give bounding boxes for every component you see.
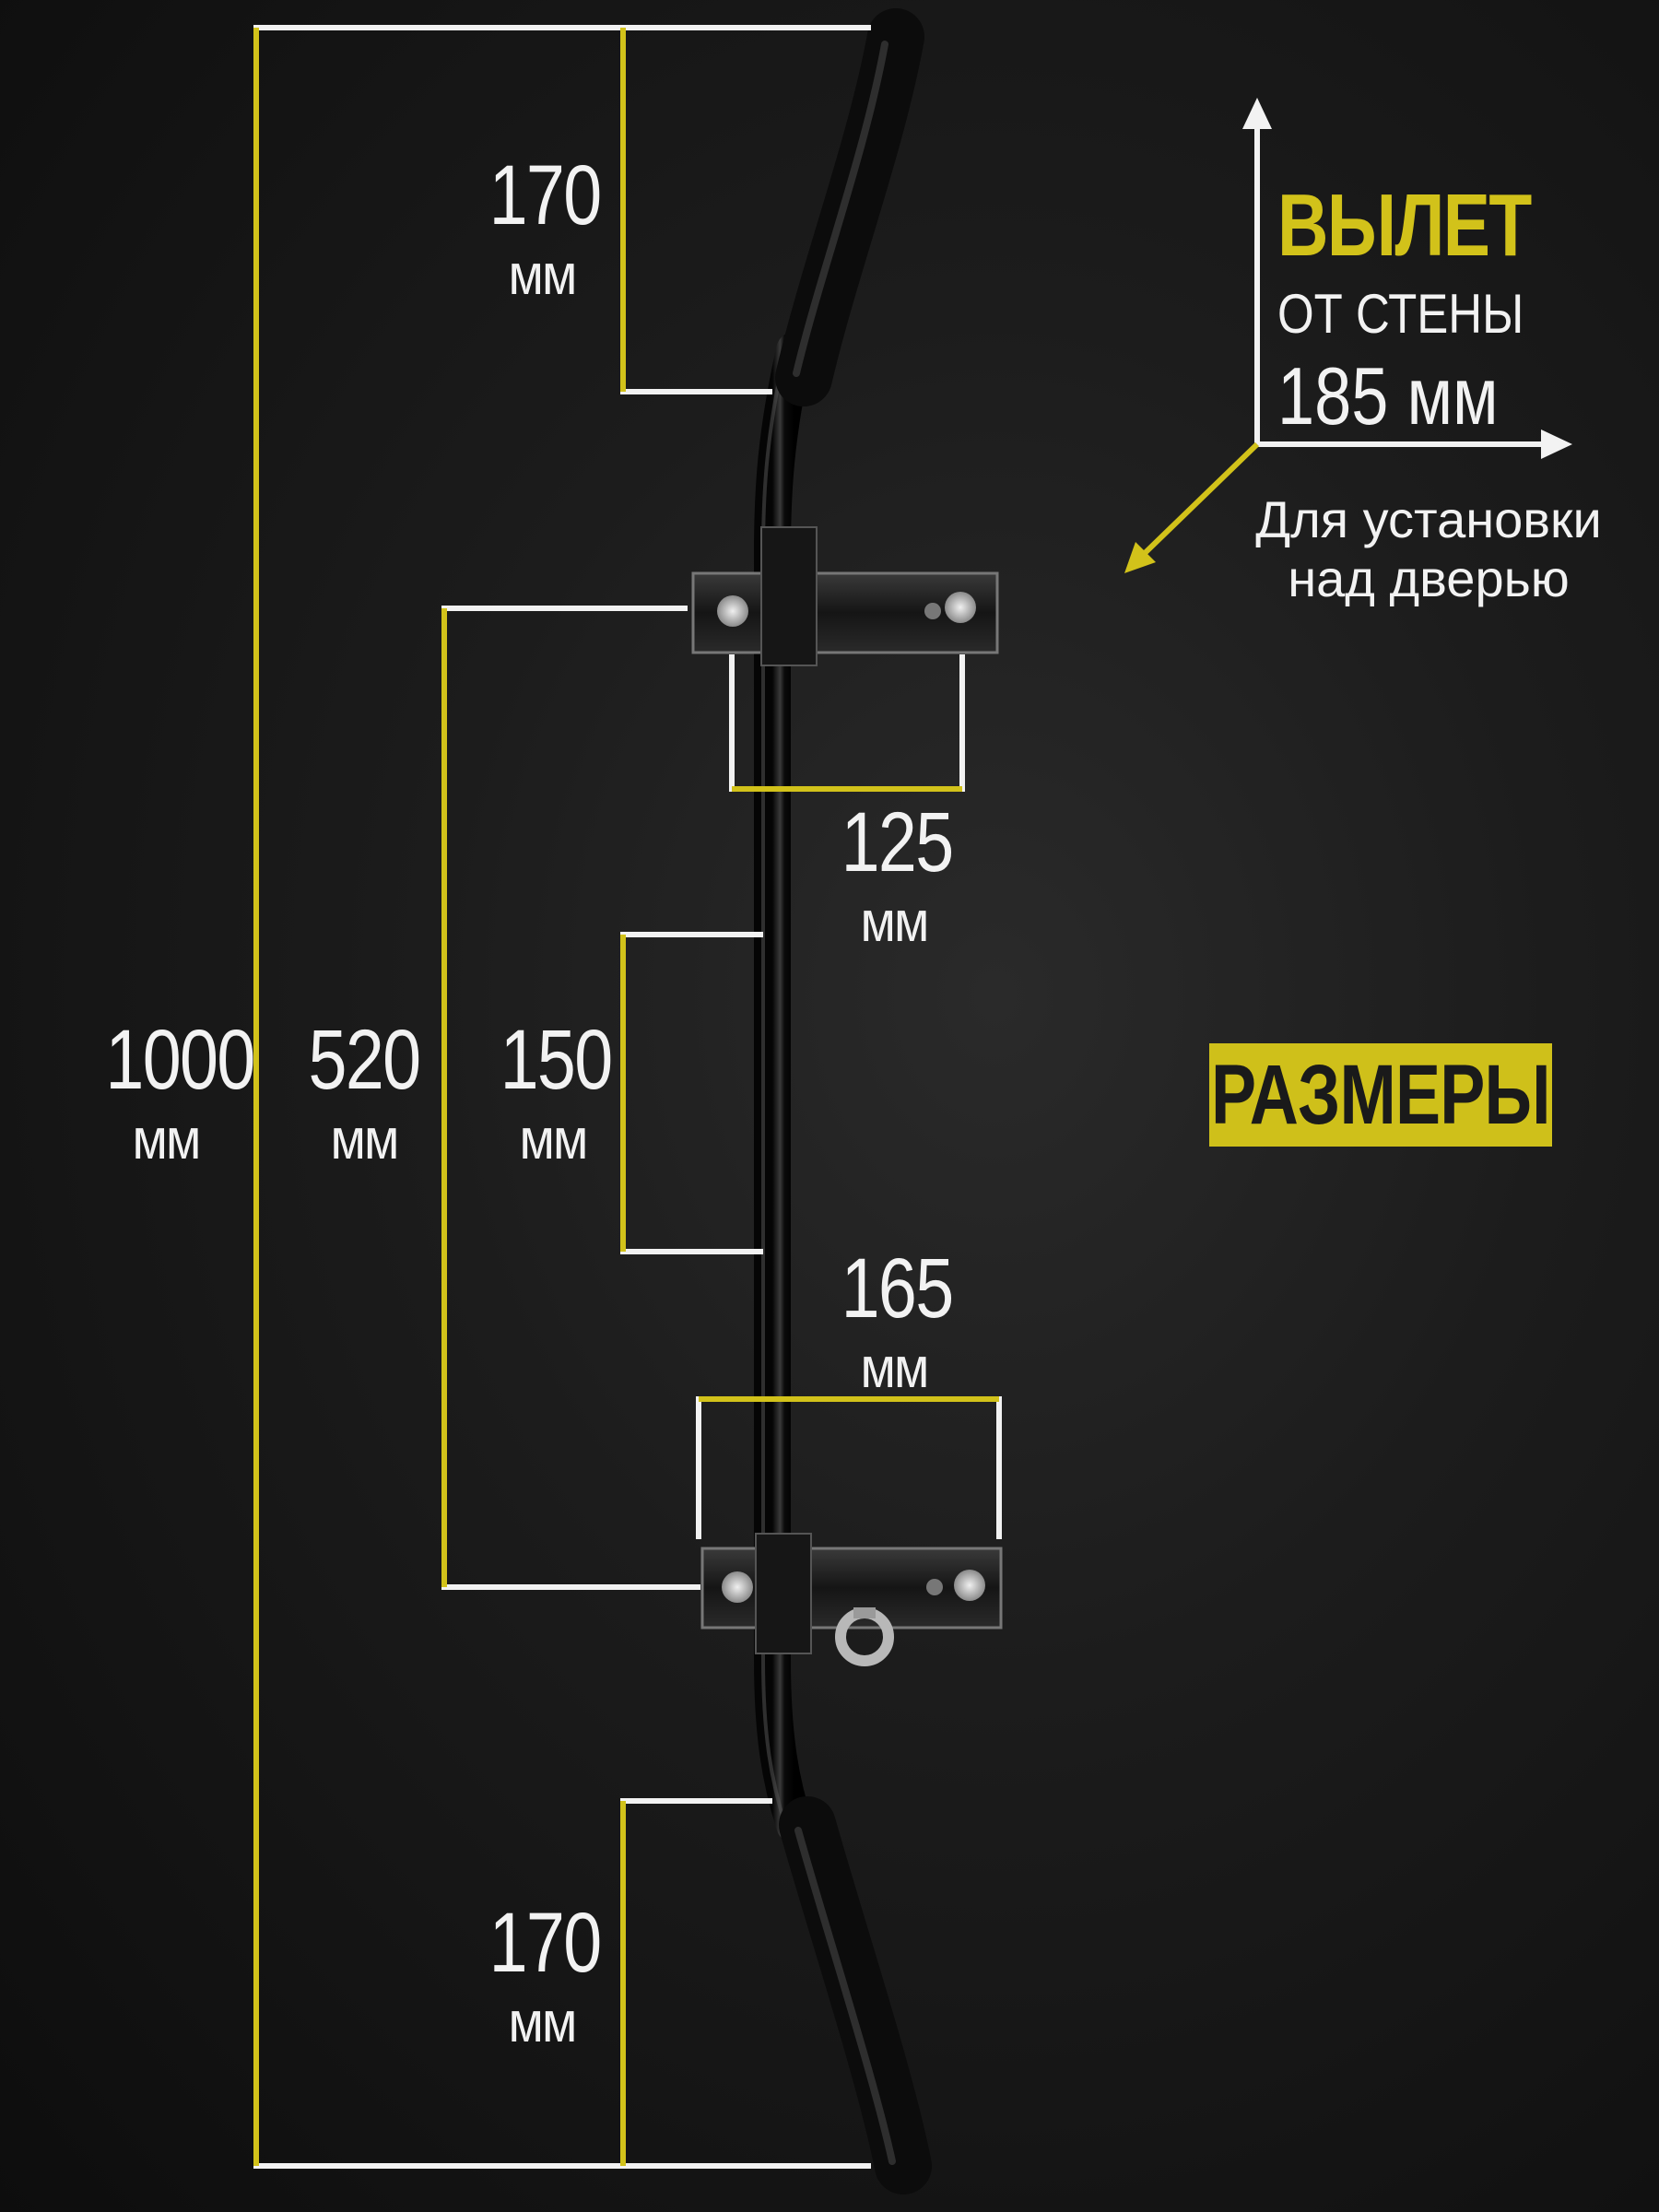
offset-subtitle: ОТ СТЕНЫ [1277, 283, 1524, 345]
label-mount-spacing-unit: мм [330, 1108, 399, 1171]
bolt-icon [945, 592, 976, 623]
axis-diagonal-arrow-icon [1136, 441, 1260, 561]
label-mount-spacing-value: 520 [308, 1013, 422, 1107]
dim-bottom-grip [620, 1798, 772, 2166]
label-overall: 1000 мм [92, 1013, 255, 1171]
pull-up-bar [754, 8, 932, 2194]
dim-lower-bracket [696, 1396, 1002, 1539]
offset-axes [1124, 98, 1572, 573]
dim-middle [620, 932, 763, 1254]
offset-title: ВЫЛЕТ [1277, 176, 1532, 275]
label-top-grip: 170 мм [477, 153, 606, 304]
installation-note: Для установки над дверью [1226, 490, 1631, 609]
bolt-icon [954, 1570, 985, 1601]
label-bottom-grip-value: 170 [488, 1896, 603, 1990]
upper-bracket [691, 526, 999, 666]
label-top-grip-unit: мм [508, 243, 577, 307]
label-lower-bracket: 165 мм [830, 1246, 959, 1397]
sizes-badge-label: РАЗМЕРЫ [1211, 1047, 1551, 1142]
label-lower-bracket-value: 165 [841, 1241, 955, 1335]
label-middle: 150 мм [488, 1018, 618, 1169]
label-bottom-grip: 170 мм [477, 1900, 606, 2052]
dimension-lines [253, 25, 1002, 2169]
label-overall-value: 1000 [105, 1013, 255, 1107]
label-upper-bracket-value: 125 [841, 795, 955, 889]
note-line-1: Для установки [1255, 490, 1602, 548]
bottom-grip [779, 1796, 932, 2194]
lower-bracket [700, 1533, 1003, 1666]
note-line-2: над дверью [1288, 549, 1570, 608]
bolt-icon [722, 1571, 753, 1603]
label-top-grip-value: 170 [488, 148, 603, 242]
label-upper-bracket: 125 мм [830, 800, 959, 951]
label-lower-bracket-unit: мм [860, 1336, 929, 1400]
bolt-icon [717, 595, 748, 627]
offset-value: 185 мм [1277, 350, 1499, 441]
top-grip [775, 8, 924, 406]
sizes-badge: РАЗМЕРЫ [1209, 1043, 1552, 1147]
label-upper-bracket-unit: мм [860, 890, 929, 954]
label-middle-unit: мм [519, 1108, 588, 1171]
label-mount-spacing: 520 мм [295, 1018, 433, 1169]
offset-info: ВЫЛЕТ ОТ СТЕНЫ 185 мм [1277, 175, 1594, 443]
label-middle-value: 150 [500, 1013, 614, 1107]
label-overall-unit: мм [132, 1108, 201, 1171]
label-bottom-grip-unit: мм [508, 1991, 577, 2054]
